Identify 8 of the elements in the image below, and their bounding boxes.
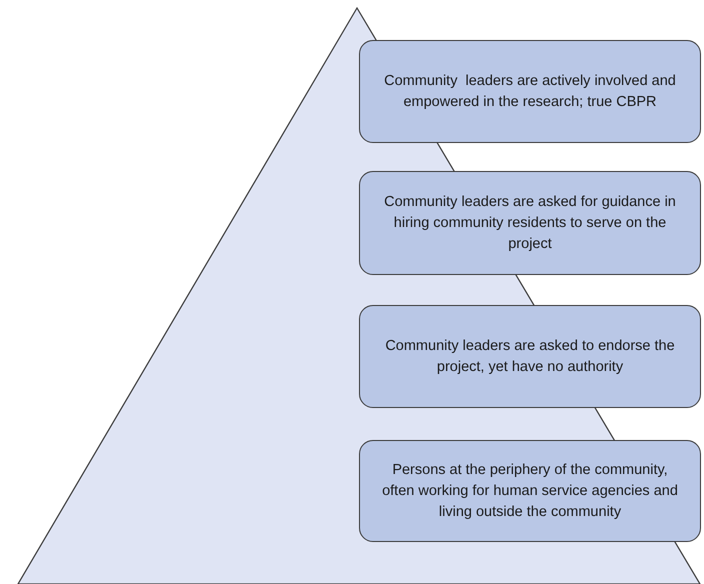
level-box [359, 305, 701, 408]
level-box [359, 40, 701, 143]
level-box [359, 440, 701, 542]
level-text: Community leaders are asked to endorse the project, yet have no authority [384, 336, 676, 376]
level-box [359, 171, 701, 275]
level-text: Persons at the periphery of the community, often working for human service agencies and living outside the community [381, 460, 679, 522]
level-text: Community leaders are asked for guidance in hiring community residents to serve on the project [383, 192, 677, 254]
level-text: Community leaders are actively involved and empowered in the research; true CBPR [383, 72, 677, 112]
